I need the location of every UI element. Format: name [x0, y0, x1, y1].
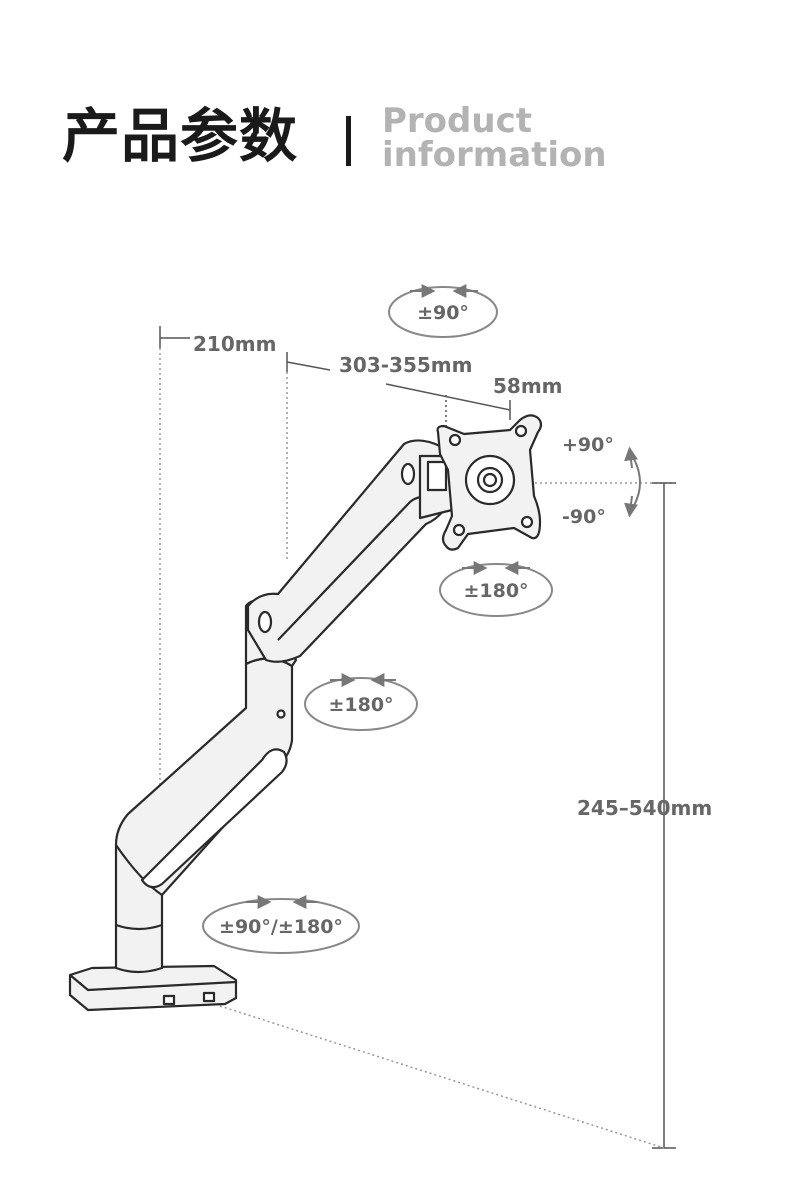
upper-arm-head-dot — [400, 462, 416, 486]
title-separator — [346, 116, 351, 166]
base-port-right — [202, 991, 216, 1003]
label-height-range: 245–540mm — [577, 796, 712, 820]
vesa-hub-inner — [476, 466, 504, 494]
header: 产品参数 Product information — [0, 0, 790, 220]
vesa-hole-br — [520, 515, 534, 529]
rotation-elbow-ellipse — [304, 677, 418, 731]
label-swivel-elbow: ±180° — [328, 694, 393, 716]
lower-arm-slot — [140, 748, 288, 889]
label-tilt-down: -90° — [562, 506, 606, 528]
elbow-screw — [276, 709, 286, 719]
desk-clamp-base — [68, 964, 238, 1012]
rotation-top-ellipse — [388, 286, 498, 338]
labels: 210mm 303-355mm 58mm 245–540mm ±90° +90°… — [193, 302, 712, 938]
title-en-line-2: information — [382, 135, 607, 175]
vesa-hole-tr — [514, 424, 528, 438]
dimension-lines — [159, 326, 676, 1149]
upper-arm-pivot — [257, 610, 273, 634]
vesa-hole-tl — [448, 433, 462, 447]
label-swivel-base: ±90°/±180° — [219, 916, 343, 938]
rotation-indicators — [202, 284, 641, 954]
label-swivel-head: ±180° — [463, 580, 528, 602]
pole — [114, 843, 164, 974]
monitor-arm — [68, 414, 543, 1012]
title-en-line-1: Product — [382, 101, 532, 141]
vesa-hole-bl — [452, 523, 466, 537]
label-head-depth: 58mm — [493, 374, 563, 398]
label-base-offset: 210mm — [193, 332, 276, 356]
base-port-left — [162, 994, 176, 1006]
page-title-cn: 产品参数 — [62, 102, 299, 170]
rotation-head-ellipse — [439, 563, 553, 617]
label-tilt-top: ±90° — [417, 302, 469, 324]
page-title-en: Product information — [382, 104, 607, 172]
rotation-base-ellipse — [202, 898, 360, 954]
label-tilt-up: +90° — [562, 434, 614, 456]
label-arm-length: 303-355mm — [339, 353, 472, 377]
